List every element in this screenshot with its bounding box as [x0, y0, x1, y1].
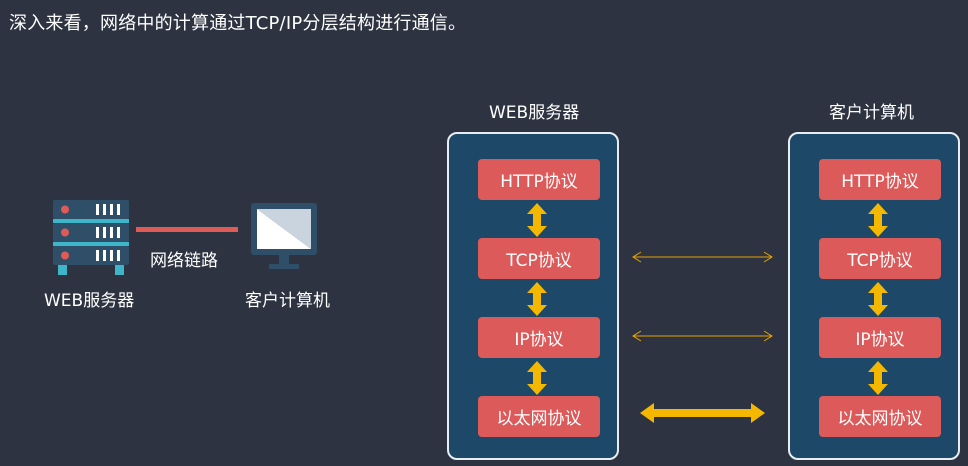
- server-ethernet-layer: 以太网协议: [478, 396, 600, 437]
- client-protocol-stack: HTTP协议 TCP协议 IP协议 以太网协议: [788, 132, 960, 460]
- server-protocol-stack: HTTP协议 TCP协议 IP协议 以太网协议: [447, 132, 619, 460]
- server-stack-title: WEB服务器: [489, 103, 580, 123]
- double-arrow-icon: [868, 361, 888, 395]
- server-http-layer: HTTP协议: [478, 159, 600, 200]
- network-link-label: 网络链路: [150, 251, 218, 271]
- server-icon: [53, 200, 129, 275]
- ip-peer-arrow-icon: [632, 330, 773, 342]
- client-http-layer: HTTP协议: [819, 159, 941, 200]
- client-tcp-layer: TCP协议: [819, 238, 941, 279]
- server-tcp-layer: TCP协议: [478, 238, 600, 279]
- ethernet-link-arrow-icon: [640, 403, 765, 423]
- double-arrow-icon: [527, 361, 547, 395]
- server-ip-layer: IP协议: [478, 317, 600, 358]
- monitor-icon: [251, 203, 317, 269]
- client-ip-layer: IP协议: [819, 317, 941, 358]
- client-ethernet-layer: 以太网协议: [819, 396, 941, 437]
- double-arrow-icon: [868, 203, 888, 237]
- headline: 深入来看，网络中的计算通过TCP/IP分层结构进行通信。: [9, 13, 467, 34]
- double-arrow-icon: [527, 203, 547, 237]
- client-label: 客户计算机: [245, 291, 330, 311]
- server-label: WEB服务器: [44, 291, 135, 311]
- double-arrow-icon: [868, 282, 888, 316]
- network-link-line: [136, 227, 238, 232]
- tcp-peer-arrow-icon: [632, 251, 773, 263]
- double-arrow-icon: [527, 282, 547, 316]
- client-stack-title: 客户计算机: [829, 103, 914, 123]
